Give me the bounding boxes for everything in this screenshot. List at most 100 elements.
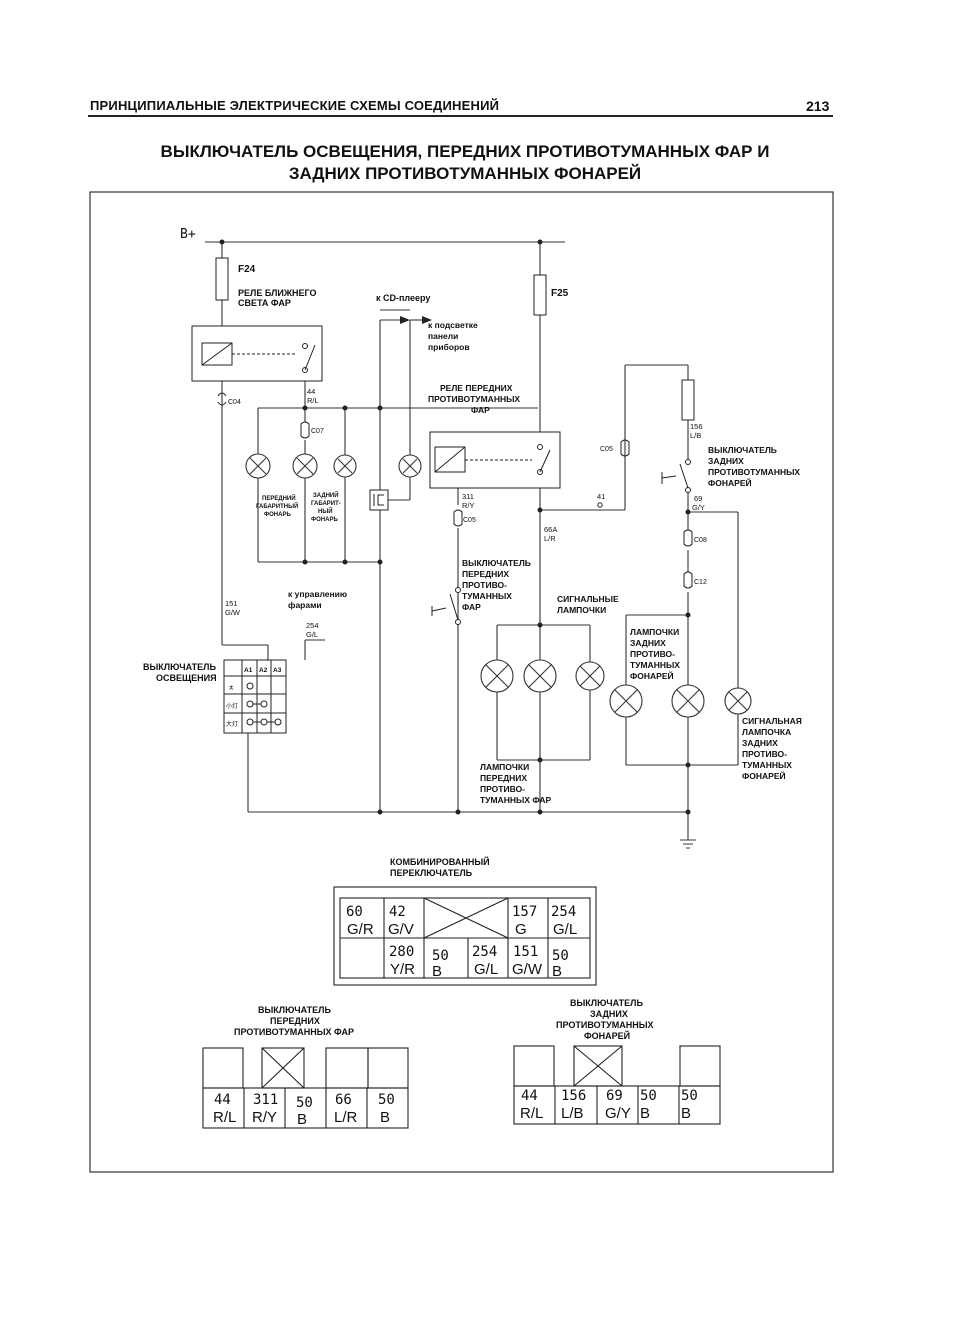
rfs-pin-color: R/L	[520, 1105, 543, 1122]
rear-fog-indicator-label-2: ЛАМПОЧКА	[742, 727, 791, 737]
rfs-pin-num: 50	[681, 1088, 698, 1104]
switch-table-a1: A1	[244, 667, 253, 674]
rfs-pin-num: 50	[640, 1088, 657, 1104]
page-number: 213	[806, 98, 830, 114]
cs-pin-color: G/V	[388, 921, 414, 938]
wire-44-label: 44	[307, 387, 315, 396]
cs-pin-color: G	[515, 921, 527, 938]
front-fog-indicator-icon	[523, 659, 557, 693]
cs-pin-num: 50	[552, 948, 569, 964]
rear-fog-indicator-icon	[724, 687, 752, 715]
wire-44-color: R/L	[307, 396, 319, 405]
front-fog-switch-label-1: ВЫКЛЮЧАТЕЛЬ	[462, 558, 531, 568]
ffs-label-3: ПРОТИВОТУМАННЫХ ФАР	[234, 1027, 354, 1037]
page-title-line-1: ВЫКЛЮЧАТЕЛЬ ОСВЕЩЕНИЯ, ПЕРЕДНИХ ПРОТИВОТ…	[160, 142, 770, 161]
rfs-pin-num: 69	[606, 1088, 623, 1104]
front-fog-switch-label-3: ПРОТИВО-	[462, 580, 507, 590]
cs-pin-color: G/L	[553, 921, 577, 938]
combined-switch-connector	[333, 886, 597, 986]
rfs-pin-num: 156	[561, 1088, 586, 1104]
low-beam-relay-icon	[191, 325, 323, 382]
relay-front-fog-label-2: ПРОТИВОТУМАННЫХ	[428, 394, 520, 404]
ffs-pin-color: L/R	[334, 1109, 358, 1126]
rear-fog-indicator-label-4: ПРОТИВО-	[742, 749, 787, 759]
to-headlamp-label-1: к управлению	[288, 589, 347, 599]
rear-fog-switch-label-4: ФОНАРЕЙ	[708, 477, 752, 488]
wire-69-label: 69	[694, 494, 702, 503]
cs-pin-num: 60	[346, 904, 363, 920]
rear-fog-lamps-label-3: ПРОТИВО-	[630, 649, 675, 659]
connector-c08-icon	[683, 529, 693, 547]
wire-66a-label: 66A	[544, 525, 557, 534]
cs-pin-num: 151	[513, 944, 538, 960]
front-parking-label-3: ФОНАРЬ	[264, 512, 291, 518]
cs-pin-num: 254	[472, 944, 497, 960]
supply-label: B+	[180, 227, 196, 242]
front-fog-lamp-icon	[480, 659, 514, 693]
rear-parking-label-4: ФОНАРЬ	[311, 517, 338, 523]
to-cd-label: к CD-плееру	[376, 293, 430, 303]
rear-fog-lamp-icon	[609, 684, 643, 718]
wire-66a-color: L/R	[544, 534, 556, 543]
rear-fog-switch-label-3: ПРОТИВОТУМАННЫХ	[708, 467, 800, 477]
relay-low-beam-label-2: СВЕТА ФАР	[238, 298, 291, 308]
rear-fog-switch-label-2: ЗАДНИХ	[708, 456, 744, 466]
rear-fog-switch-label-1: ВЫКЛЮЧАТЕЛЬ	[708, 445, 777, 455]
switch-table-row-2: 小灯	[226, 702, 238, 710]
wire-41-label: 41	[597, 492, 605, 501]
front-fog-switch-connector	[202, 1047, 409, 1129]
front-fog-lamp-icon	[575, 661, 605, 691]
indicator-lamps-label-1: СИГНАЛЬНЫЕ	[557, 594, 619, 604]
cs-pin-num: 157	[512, 904, 537, 920]
ffs-pin-num: 66	[335, 1092, 352, 1108]
front-parking-lamp-icon	[245, 453, 271, 479]
cs-pin-num: 254	[551, 904, 576, 920]
rear-fog-indicator-label-3: ЗАДНИХ	[742, 738, 778, 748]
rear-parking-label-3: НЫЙ	[318, 507, 333, 515]
connector-c05-icon	[620, 439, 630, 457]
connector-c12-label: C12	[694, 579, 707, 586]
page-title-line-2: ЗАДНИХ ПРОТИВОТУМАННЫХ ФОНАРЕЙ	[288, 164, 642, 183]
lamps	[245, 453, 752, 718]
fuse-f24-icon	[215, 257, 229, 301]
combined-switch-label-1: КОМБИНИРОВАННЫЙ	[390, 856, 490, 867]
front-parking-lamp-icon	[292, 453, 318, 479]
rear-fog-lamps-label-5: ФОНАРЕЙ	[630, 670, 674, 681]
relay-low-beam-label-1: РЕЛЕ БЛИЖНЕГО	[238, 288, 316, 298]
ffs-pin-num: 44	[214, 1092, 231, 1108]
rear-fog-switch-connector	[513, 1045, 721, 1125]
front-fog-relay-icon	[429, 431, 561, 490]
rfs-pin-color: B	[681, 1105, 691, 1122]
rfs-label-4: ФОНАРЕЙ	[584, 1030, 630, 1041]
wire-69-color: G/Y	[692, 503, 705, 512]
wire-151-label: 151	[225, 599, 238, 608]
rear-fog-indicator-label-5: ТУМАННЫХ	[742, 760, 792, 770]
front-fog-switch-label-5: ФАР	[462, 602, 481, 612]
connector-c12-icon	[683, 571, 693, 589]
light-switch-label-1: ВЫКЛЮЧАТЕЛЬ	[143, 662, 216, 672]
fuse-f25-icon	[533, 274, 547, 316]
cs-pin-color: Y/R	[390, 961, 415, 978]
ffs-pin-color: B	[297, 1111, 307, 1128]
connector-c08-label: C08	[694, 537, 707, 544]
indicator-lamps-label-2: ЛАМПОЧКИ	[557, 605, 606, 615]
light-switch-label-2: ОСВЕЩЕНИЯ	[156, 673, 217, 683]
switch-table-row-1: ㅊ	[228, 685, 234, 692]
ffs-pin-color: B	[380, 1109, 390, 1126]
to-panel-label-1: к подсветке	[428, 320, 478, 330]
relay-front-fog-label-1: РЕЛЕ ПЕРЕДНИХ	[440, 383, 513, 393]
relay-front-fog-label-3: ФАР	[471, 405, 490, 415]
front-fog-lamps-label-4: ТУМАННЫХ ФАР	[480, 795, 552, 805]
rear-fog-indicator-label-1: СИГНАЛЬНАЯ	[742, 716, 802, 726]
front-fog-switch-label-4: ТУМАННЫХ	[462, 591, 512, 601]
fuse-f25-label: F25	[551, 288, 569, 299]
light-switch-table	[223, 659, 287, 734]
rear-parking-label-2: ГАБАРИТ-	[311, 501, 341, 507]
cs-pin-num: 42	[389, 904, 406, 920]
combined-switch-label-2: ПЕРЕКЛЮЧАТЕЛЬ	[390, 868, 473, 878]
rear-fog-lamp-icon	[671, 684, 705, 718]
cs-pin-color: G/W	[512, 961, 543, 978]
ffs-pin-num: 50	[296, 1095, 313, 1111]
rfs-label-3: ПРОТИВОТУМАННЫХ	[556, 1020, 654, 1030]
